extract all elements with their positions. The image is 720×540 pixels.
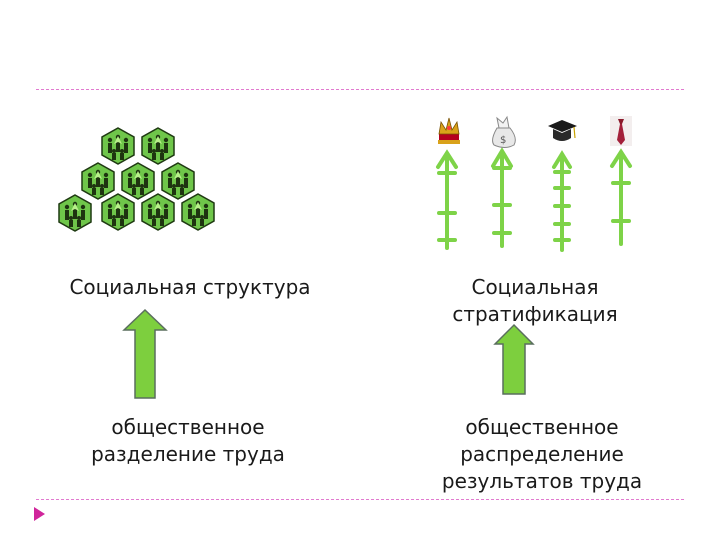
ladder-4 bbox=[610, 148, 632, 246]
necktie-icon bbox=[610, 116, 632, 146]
basis-line: разделение труда bbox=[91, 442, 285, 466]
next-slide-arrow-icon[interactable] bbox=[34, 507, 45, 521]
up-arrow-icon bbox=[122, 308, 168, 399]
svg-text:$: $ bbox=[500, 135, 506, 146]
basis-line: результатов труда bbox=[441, 469, 643, 493]
ladder-2 bbox=[491, 147, 513, 248]
graduation-cap-icon bbox=[548, 120, 577, 141]
division-of-labor-text: общественное разделение труда bbox=[38, 414, 338, 468]
money-bag-icon: $ bbox=[492, 115, 516, 148]
distribution-of-results-text: общественное распределение результатов т… bbox=[392, 414, 692, 495]
up-arrow-icon bbox=[493, 323, 535, 395]
top-divider bbox=[36, 89, 684, 90]
title-line: стратификация bbox=[452, 302, 618, 326]
ladder-3 bbox=[552, 150, 572, 252]
bottom-divider bbox=[36, 499, 684, 500]
crown-icon bbox=[438, 117, 460, 144]
basis-line: распределение bbox=[460, 442, 624, 466]
ladder-1 bbox=[436, 149, 458, 250]
social-stratification-title: Социальная стратификация bbox=[385, 274, 685, 328]
title-line: Социальная bbox=[471, 275, 599, 299]
social-structure-title: Социальная структура bbox=[69, 275, 311, 299]
basis-line: общественное bbox=[465, 415, 619, 439]
basis-line: общественное bbox=[111, 415, 265, 439]
